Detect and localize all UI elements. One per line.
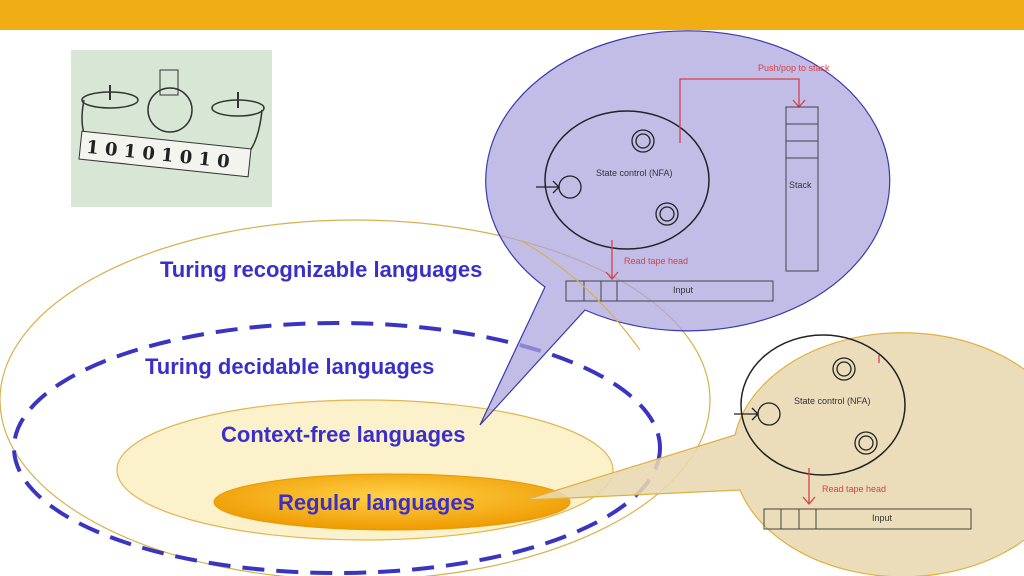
push-pop-label: Push/pop to stack [758,63,830,73]
nfa-state-control-label: State control (NFA) [794,396,871,406]
turing-decidable-region [12,321,662,575]
top-accent-bar [0,0,1024,30]
turing-machine-picture: 1 0 1 0 1 0 1 0 [71,50,272,207]
context-free-label: Context-free languages [221,422,466,447]
nfa-callout: State control (NFA) Read tape head Input [524,332,1024,576]
nfa-read-head-label: Read tape head [822,484,886,494]
pda-input-label: Input [673,285,694,295]
stack-label: Stack [789,180,812,190]
pda-read-head-label: Read tape head [624,256,688,266]
regular-label: Regular languages [278,490,475,515]
pda-callout: State control (NFA) Push/pop to stack St… [479,30,891,426]
turing-recognizable-label: Turing recognizable languages [160,257,482,282]
nfa-input-label: Input [872,513,893,523]
turing-decidable-label: Turing decidable languages [145,354,434,379]
pda-state-control-label: State control (NFA) [596,168,673,178]
regular-region [213,473,571,531]
